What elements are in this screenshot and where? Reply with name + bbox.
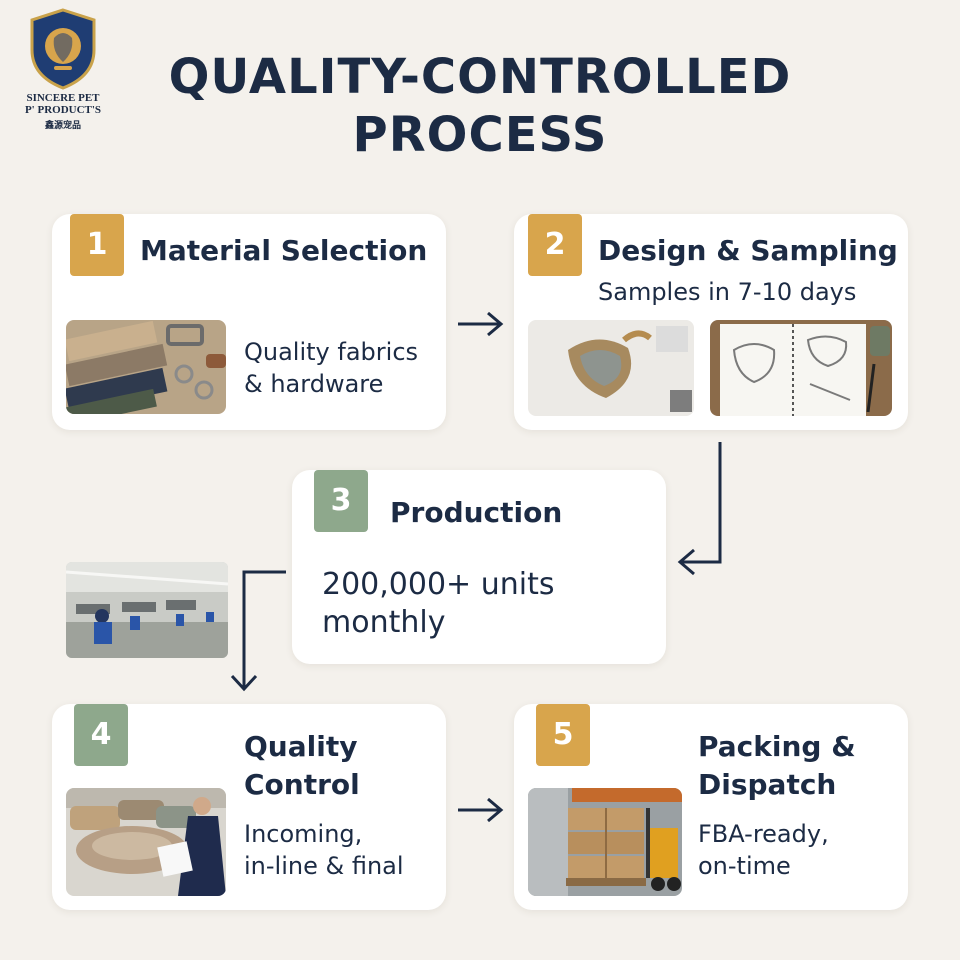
fabric-hardware-photo [66, 320, 226, 414]
step-number-badge: 1 [70, 214, 124, 276]
step-number-badge: 4 [74, 704, 128, 766]
step-title: Material Selection [140, 234, 428, 267]
step-card-packing-dispatch: 5 Packing & Dispatch FBA-ready, on-time [514, 704, 908, 910]
shield-logo-icon [30, 8, 96, 90]
design-sketch-photo [710, 320, 892, 416]
brand-name-chinese: 鑫源宠品 [44, 121, 81, 131]
step-description: Quality fabrics & hardware [244, 338, 419, 398]
step-description: Incoming, in-line & final [244, 820, 404, 880]
step-title: Packing & Dispatch [698, 730, 856, 801]
harness-sample-photo [528, 320, 694, 416]
step-number-badge: 5 [536, 704, 590, 766]
warehouse-pallet-photo [528, 788, 682, 896]
step-title: Quality Control [244, 730, 360, 801]
step-description: FBA-ready, on-time [698, 820, 829, 880]
step-card-design-sampling: 2 Design & Sampling Samples in 7-10 days [514, 214, 908, 430]
step-card-quality-control: 4 Quality Control Incoming, in-line & fi… [52, 704, 446, 910]
inspection-photo [66, 788, 226, 896]
page-title: QUALITY-CONTROLLED PROCESS [168, 49, 792, 163]
step-subtitle: Samples in 7-10 days [598, 278, 857, 306]
step-number-badge: 3 [314, 470, 368, 532]
arrow-down-left-icon [677, 442, 722, 576]
step-title: Design & Sampling [598, 234, 898, 267]
step-card-production: 3 Production 200,000+ units monthly [292, 470, 666, 664]
arrow-left-down-icon [230, 570, 286, 692]
factory-floor-photo [66, 562, 228, 658]
brand-name: SINCERE PET P' PRODUCT'S [24, 92, 102, 116]
step-title: Production [390, 496, 563, 529]
arrow-right-icon [458, 797, 504, 823]
step-card-material-selection: 1 Material Selection Quality fabrics & h… [52, 214, 446, 430]
arrow-right-icon [458, 311, 504, 337]
brand-logo: SINCERE PET P' PRODUCT'S 鑫源宠品 [8, 8, 118, 131]
step-description: 200,000+ units monthly [322, 567, 555, 640]
step-number-badge: 2 [528, 214, 582, 276]
